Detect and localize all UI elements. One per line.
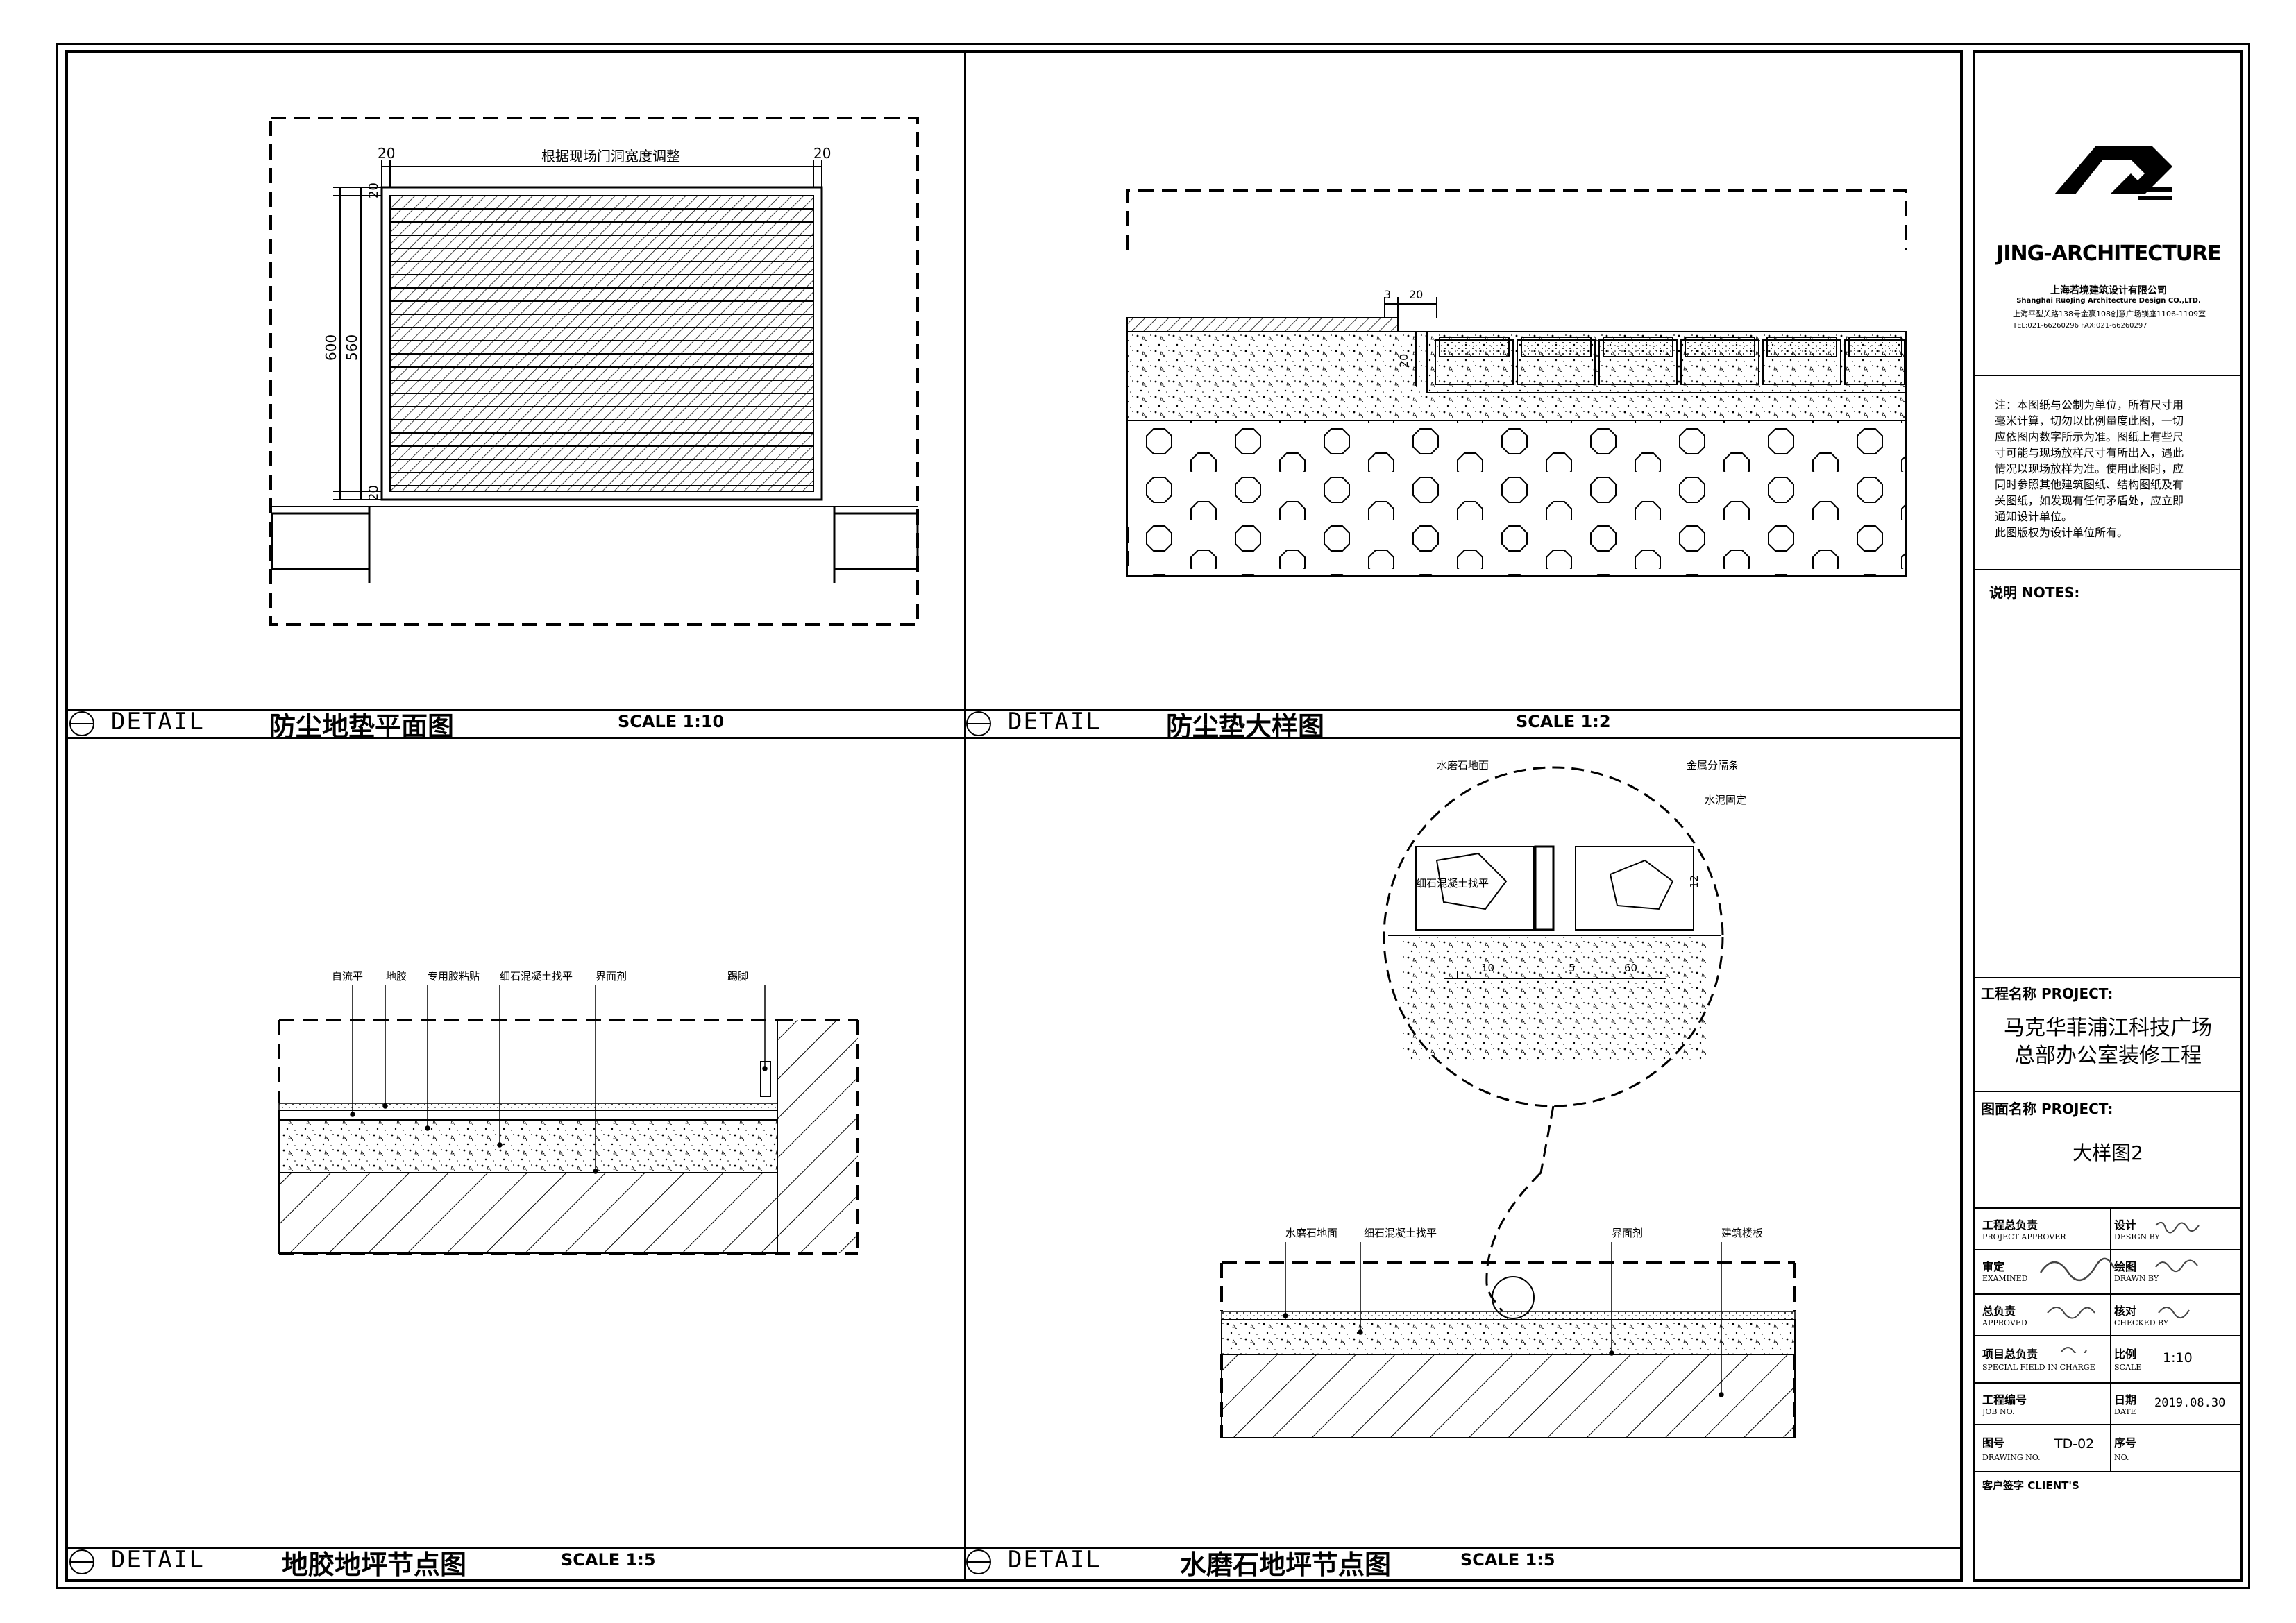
svg-text:细石混凝土找平: 细石混凝土找平: [500, 970, 573, 983]
outer-border: [56, 43, 2250, 1589]
bristles: [1439, 337, 1902, 357]
detail-prefix: DETAIL: [111, 708, 205, 736]
plan-dimensions: [333, 160, 822, 500]
date-value: 2019.08.30: [2154, 1396, 2226, 1410]
terrazzo-labels: 水磨石地面 细石混凝土找平 界面剂 建筑楼板 水磨石地面 金属分隔条 水泥固定 …: [1285, 759, 1763, 1239]
svg-text:专用胶粘贴: 专用胶粘贴: [428, 970, 480, 983]
callout-content: [1388, 845, 1721, 1062]
svg-text:12: 12: [1688, 875, 1700, 888]
finish-layer: [1126, 317, 1399, 332]
rubber-floor-section: 自流平 地胶 专用胶粘贴 细石混凝土找平 界面剂 踢脚: [278, 970, 859, 1255]
svg-text:20: 20: [1397, 354, 1410, 368]
svg-text:5: 5: [1569, 962, 1576, 974]
svg-text:水泥固定: 水泥固定: [1705, 794, 1746, 806]
drawing-name: 大样图2: [2073, 1141, 2143, 1164]
signatures: [2039, 1221, 2200, 1353]
svg-text:地胶: 地胶: [386, 970, 407, 983]
detail-prefix: DETAIL: [111, 1546, 205, 1574]
company-address: 上海平型关路138号金赢108创意广场镁座1106-1109室: [2013, 309, 2206, 318]
detail-title: 防尘垫大样图: [1166, 711, 1325, 742]
mat-modules: [1435, 339, 1905, 385]
mat-plan-drawing: 根据现场门洞宽度调整 20 20 600 560 20 20: [269, 117, 919, 626]
svg-text:细石混凝土找平: 细石混凝土找平: [1416, 877, 1489, 890]
company-contact: TEL:021-66260296 FAX:021-66260297: [2013, 322, 2147, 330]
svg-text:20: 20: [378, 145, 395, 162]
detail-scale: SCALE 1:5: [1460, 1550, 1555, 1570]
notes-label: 说明 NOTES:: [1989, 584, 2080, 601]
plan-top-label: 根据现场门洞宽度调整: [541, 148, 680, 164]
section-dimensions: [1384, 297, 1437, 386]
terrazzo-section: 水磨石地面 细石混凝土找平 界面剂 建筑楼板 水磨石地面 金属分隔条 水泥固定 …: [1220, 759, 1796, 1438]
svg-text:600: 600: [323, 334, 339, 361]
project-label: 工程名称 PROJECT:: [1981, 985, 2113, 1002]
svg-text:60: 60: [1624, 962, 1637, 974]
detail-scale: SCALE 1:2: [1516, 712, 1611, 731]
detail-title: 防尘地垫平面图: [269, 711, 455, 742]
svg-text:20: 20: [1409, 288, 1423, 301]
svg-text:3: 3: [1384, 288, 1391, 301]
center-divider: [964, 50, 966, 1582]
notes-block: 注：本图纸与公制为单位，所有尺寸用毫米计算，切勿以比例量度此图，一切 应依图内数…: [1995, 398, 2184, 539]
company-en: Shanghai RuoJing Architecture Design CO.…: [2016, 297, 2201, 305]
detail-scale: SCALE 1:5: [561, 1550, 656, 1570]
detail-scale: SCALE 1:10: [618, 712, 725, 731]
svg-text:建筑楼板: 建筑楼板: [1721, 1227, 1763, 1239]
detail-prefix: DETAIL: [1008, 1546, 1101, 1574]
svg-text:水磨石地面: 水磨石地面: [1437, 759, 1489, 772]
terrazzo-leaders: [1283, 1242, 1724, 1397]
plan-boundary: [269, 117, 919, 626]
slab-layer: [1126, 420, 1907, 577]
client-label: 客户签字 CLIENT'S: [1982, 1479, 2079, 1492]
svg-text:界面剂: 界面剂: [596, 970, 627, 983]
svg-text:20: 20: [366, 182, 381, 198]
titleblock-frame: [1973, 50, 2243, 1582]
detail-marker-icon: [69, 711, 94, 736]
project-name: 马克华菲浦江科技广场 总部办公室装修工程: [2004, 1016, 2212, 1068]
drawing-area-frame: [65, 50, 1963, 1582]
detail-title: 地胶地坪节点图: [282, 1549, 467, 1580]
svg-text:踢脚: 踢脚: [727, 970, 748, 983]
detail-marker-icon: [69, 1549, 94, 1574]
mat-slats: [390, 208, 813, 486]
drawing-label: 图面名称 PROJECT:: [1981, 1101, 2113, 1117]
svg-text:10: 10: [1481, 962, 1494, 974]
svg-text:水磨石地面: 水磨石地面: [1285, 1227, 1337, 1239]
company-logo-icon: [2054, 146, 2172, 200]
svg-text:金属分隔条: 金属分隔条: [1687, 759, 1739, 772]
drawing-no-value: TD-02: [2054, 1436, 2095, 1452]
svg-text:细石混凝土找平: 细石混凝土找平: [1364, 1227, 1437, 1239]
svg-text:20: 20: [813, 145, 831, 162]
detail-prefix: DETAIL: [1008, 708, 1101, 736]
svg-text:560: 560: [344, 334, 360, 361]
wall-section: [777, 1020, 858, 1253]
leaders: [350, 985, 768, 1174]
company-cn: 上海若境建筑设计有限公司: [2050, 285, 2167, 296]
skirting: [760, 1061, 771, 1097]
mat-frame: [380, 186, 823, 501]
detail-marker-icon: [966, 711, 991, 736]
door-jambs: [271, 507, 919, 583]
svg-text:自流平: 自流平: [332, 970, 363, 983]
svg-text:20: 20: [366, 485, 381, 501]
middle-divider: [65, 737, 1963, 739]
scale-value: 1:10: [2163, 1350, 2193, 1366]
brand-name: JING-ARCHITECTURE: [1996, 241, 2222, 266]
detail-marker-icon: [966, 1549, 991, 1574]
mat-section-drawing: 3 20 20: [1126, 189, 1907, 577]
callout-leader: [1539, 1105, 1555, 1173]
detail-title: 水磨石地坪节点图: [1180, 1549, 1392, 1580]
svg-text:界面剂: 界面剂: [1612, 1227, 1643, 1239]
